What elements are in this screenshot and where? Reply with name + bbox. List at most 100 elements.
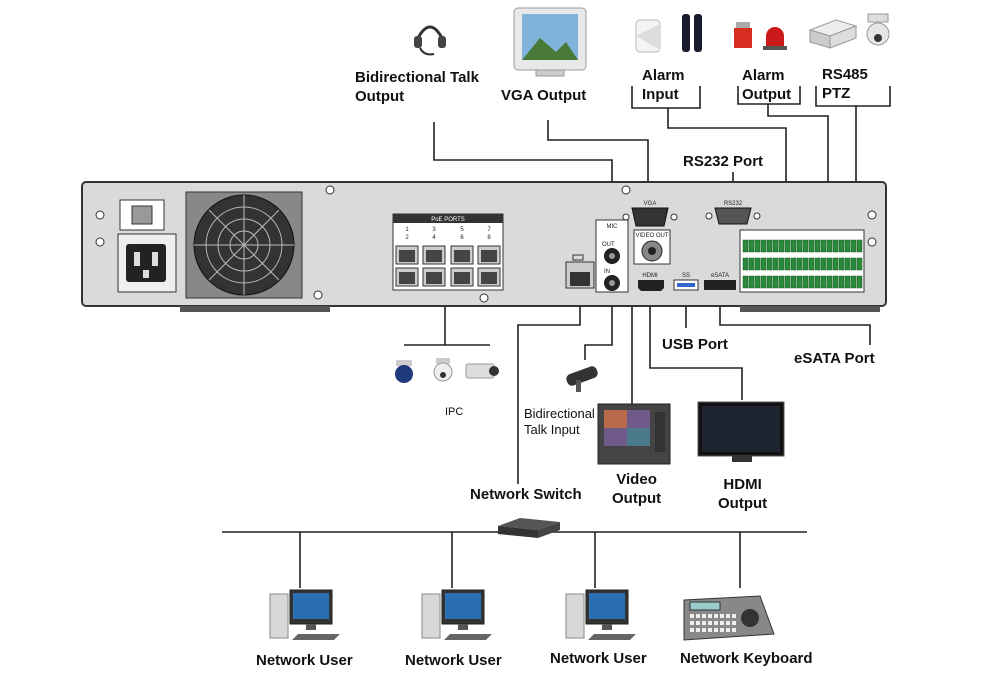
terminal-pin (802, 257, 809, 271)
terminal-pin (808, 239, 815, 253)
decoder-box-icon (808, 19, 858, 49)
label-line: Output (355, 88, 405, 105)
poe-jack (395, 245, 419, 265)
terminal-pin (748, 239, 755, 253)
keyboard-key (708, 628, 712, 632)
keyboard-key (714, 628, 718, 632)
keyboard-key (696, 614, 700, 618)
label-line: Bidirectional Talk (355, 69, 479, 86)
screw (867, 237, 877, 247)
terminal-pin (754, 257, 761, 271)
screw (313, 290, 323, 300)
keyboard-key (690, 621, 694, 625)
label-line: Input (642, 86, 679, 103)
video-out-port: VIDEO OUT (633, 229, 671, 265)
poe-port-number: 3 (432, 227, 436, 233)
label-line: Output (742, 86, 792, 103)
label-video-output: Video Output (612, 470, 661, 508)
terminal-pin (784, 257, 791, 271)
label-line: HDMI (723, 476, 762, 493)
terminal-pin (778, 257, 785, 271)
label-line: Alarm (642, 67, 685, 84)
line-esata (719, 290, 871, 345)
line-talk-input (584, 280, 613, 360)
terminal-pin (832, 275, 839, 289)
panel-foot-right (740, 306, 880, 312)
keyboard-key (732, 628, 736, 632)
terminal-pin (772, 257, 779, 271)
terminal-pin (838, 239, 845, 253)
label-alarm-output: Alarm Output (742, 66, 791, 104)
terminal-pin (838, 275, 845, 289)
terminal-pin (778, 275, 785, 289)
label-line: Alarm (742, 67, 785, 84)
screw (325, 185, 335, 195)
terminal-pin (844, 257, 851, 271)
label-line: Output (612, 490, 662, 507)
usb-label: SS (682, 273, 690, 279)
terminal-pin (802, 239, 809, 253)
poe-port-number: 4 (432, 235, 436, 241)
label-line: PTZ (822, 85, 851, 102)
headset-icon (414, 25, 446, 56)
label-network-user-1: Network User (256, 652, 353, 669)
label-ipc: IPC (445, 406, 464, 418)
terminal-pin (844, 275, 851, 289)
label-bidirectional-talk-input: Bidirectional Talk Input (524, 406, 595, 438)
keyboard-key (696, 621, 700, 625)
terminal-pin (838, 257, 845, 271)
terminal-pin (796, 239, 803, 253)
label-network-user-3: Network User (550, 650, 647, 667)
poe-jack (477, 245, 501, 265)
terminal-pin (784, 275, 791, 289)
screw (621, 185, 631, 195)
connection-lines (222, 86, 891, 588)
terminal-pin (748, 275, 755, 289)
microphone-icon (566, 366, 598, 392)
label-line: RS485 (822, 66, 868, 83)
label-network-switch: Network Switch (470, 486, 582, 503)
panel-foot-left (180, 306, 330, 312)
video-monitor-icon (597, 403, 671, 465)
usb-port: SS (673, 273, 699, 291)
beam-detector-icon (682, 14, 702, 52)
line-alarm-input-bracket (631, 86, 701, 109)
terminal-pin (844, 239, 851, 253)
video-out-label: VIDEO OUT (635, 233, 668, 239)
terminal-pin (742, 257, 749, 271)
line-alarm-output (737, 86, 801, 105)
poe-port-number: 6 (460, 235, 464, 241)
terminal-pin (814, 275, 821, 289)
terminal-pin (766, 275, 773, 289)
keyboard-key (720, 628, 724, 632)
poe-jack (422, 267, 446, 287)
terminal-pin (772, 239, 779, 253)
rs232-label: RS232 (724, 201, 743, 207)
keyboard-key (714, 621, 718, 625)
terminal-pin (850, 275, 857, 289)
poe-ports-title: PoE PORTS (431, 217, 465, 223)
rs232-port: RS232 (705, 201, 761, 225)
terminal-pin (808, 275, 815, 289)
label-vga-output: VGA Output (501, 87, 587, 104)
line-vga-output (547, 120, 649, 197)
keyboard-key (714, 614, 718, 618)
mic-ports: MIC OUT IN (595, 219, 629, 293)
keyboard-key (690, 614, 694, 618)
label-rs485-ptz: RS485 PTZ (822, 65, 868, 103)
keyboard-key (702, 628, 706, 632)
terminal-pin (784, 239, 791, 253)
esata-port: eSATA (704, 273, 736, 290)
terminal-pin (760, 275, 767, 289)
computer-icon (565, 589, 636, 640)
vga-port: VGA (622, 201, 678, 227)
terminal-pin (820, 275, 827, 289)
ptz-camera-icon (866, 13, 890, 46)
hdmi-label: HDMI (642, 273, 658, 279)
poe-port-number: 8 (487, 235, 491, 241)
label-hdmi-output: HDMI Output (718, 475, 767, 513)
network-keyboard-icon (683, 595, 775, 641)
line-alarm-output-down (767, 104, 829, 232)
